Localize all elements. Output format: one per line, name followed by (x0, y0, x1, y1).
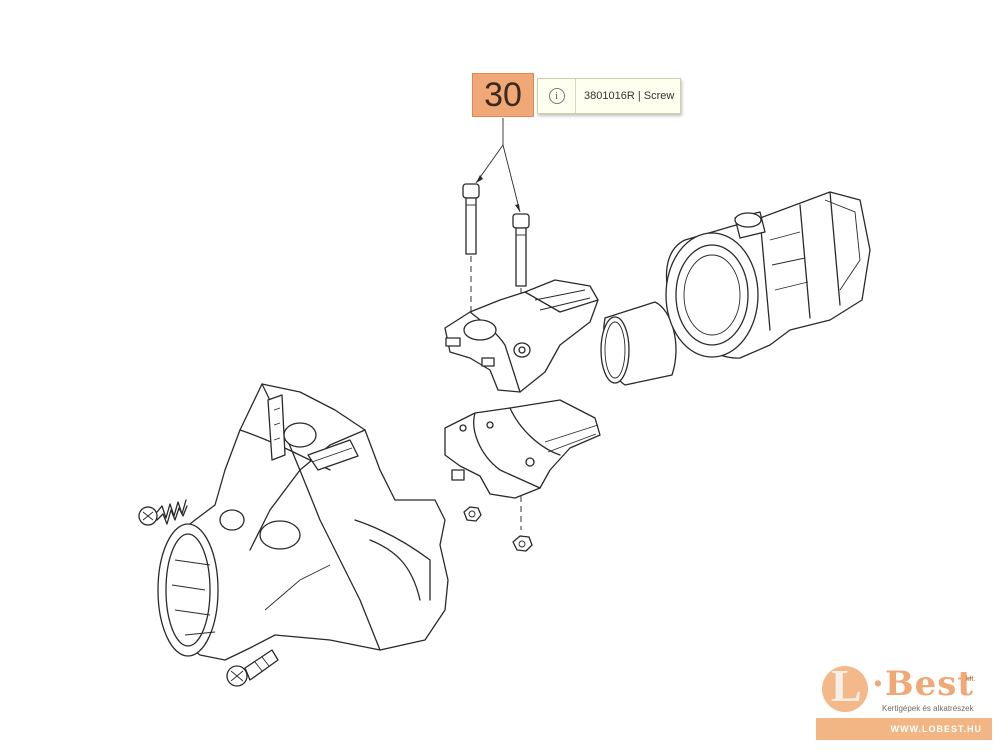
part-callout-badge[interactable]: 30 (472, 73, 534, 117)
callout-leader-lines (475, 118, 521, 213)
part-tooltip: i 3801016R | Screw (537, 78, 681, 114)
lobest-logo: L ·Best kft. Kertigépek és alkatrészek W… (816, 662, 992, 742)
main-gear-housing[interactable] (157, 383, 449, 661)
bushing-sleeve[interactable] (600, 301, 677, 386)
logo-tagline: Kertigépek és alkatrészek (882, 704, 974, 713)
bottom-screw[interactable] (226, 649, 279, 687)
spring-screw[interactable] (138, 499, 188, 526)
info-icon[interactable]: i (538, 79, 576, 113)
lower-clamp-half[interactable] (444, 399, 601, 530)
part-number: 30 (484, 75, 522, 114)
screw-short[interactable] (512, 213, 530, 312)
logo-mark (822, 666, 868, 712)
logo-suffix: kft. (966, 676, 976, 683)
logo-mark-letter: L (831, 660, 862, 711)
hex-nut-left[interactable] (463, 506, 482, 522)
part-tooltip-text: 3801016R | Screw (584, 90, 675, 102)
logo-url-bar: WWW.LOBEST.HU (816, 718, 992, 740)
logo-name: ·Best (872, 664, 975, 704)
screw-long[interactable] (462, 183, 480, 320)
upper-clamp-half[interactable] (444, 279, 599, 393)
gear-housing-cup[interactable] (665, 191, 871, 359)
logo-url: WWW.LOBEST.HU (890, 724, 982, 734)
hex-nut-right[interactable] (512, 535, 533, 552)
